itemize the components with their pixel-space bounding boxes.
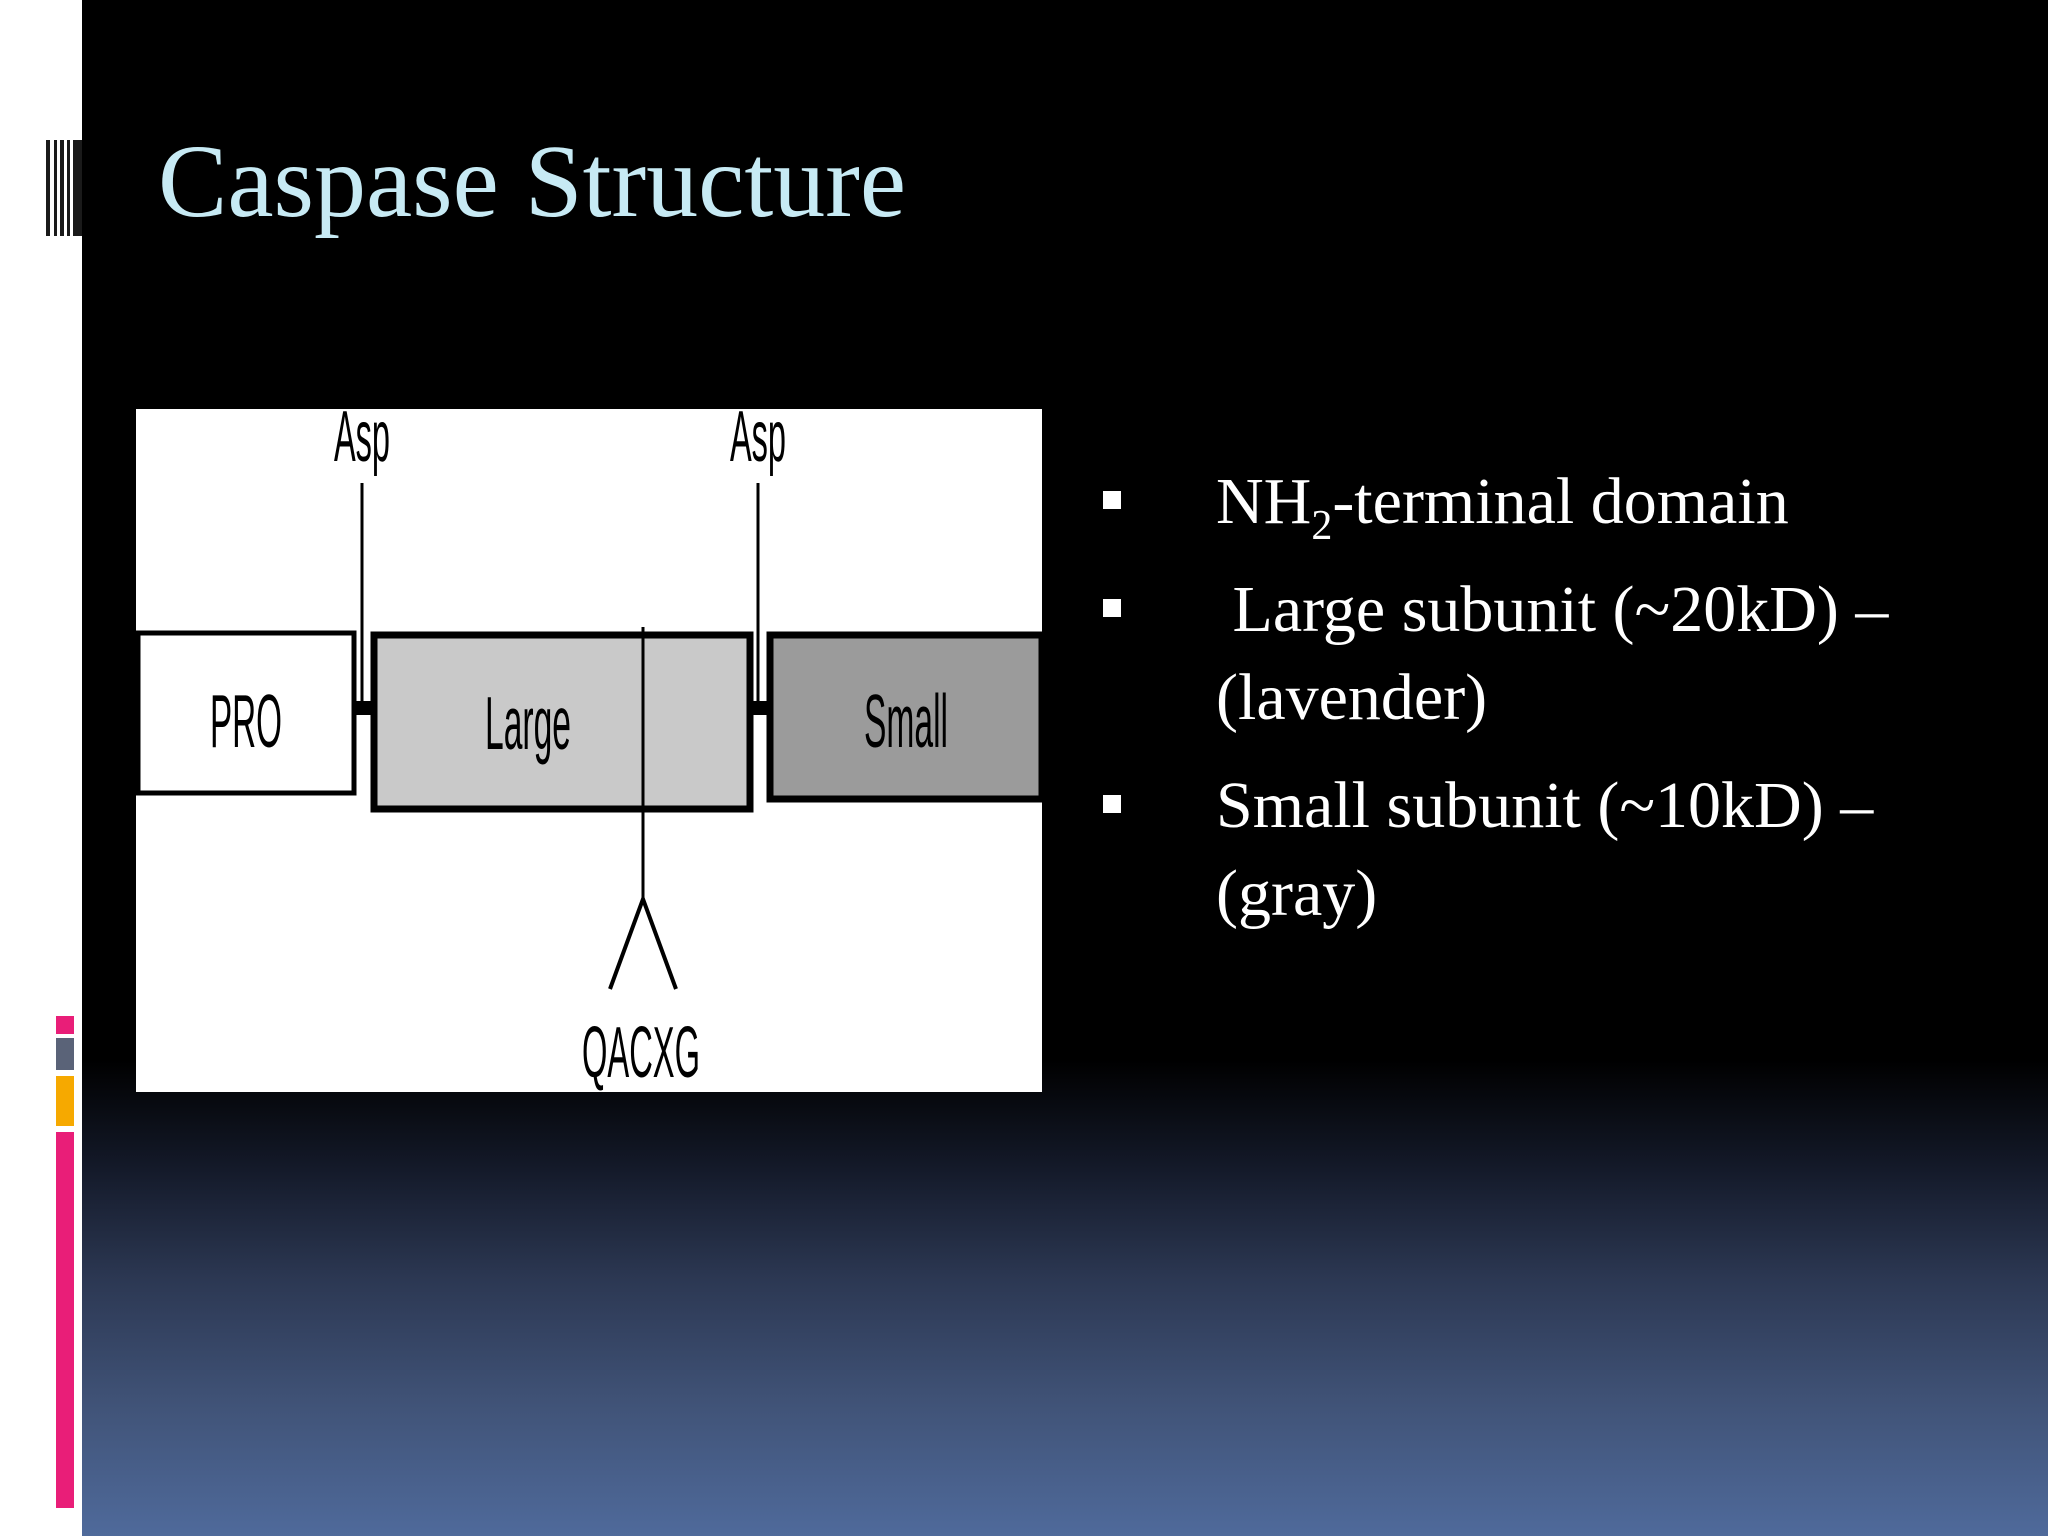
accent-bar-pink-top [56,1016,74,1034]
linker-2 [752,701,768,715]
active-site-fork [608,893,678,990]
bullet-text-suffix: -terminal domain [1332,465,1789,538]
bullet-item-small-subunit: Small subunit (~10kD) – (gray) [1098,762,1998,938]
large-label: Large [485,683,571,766]
barcode-decoration [46,140,82,236]
square-bullet-icon [1103,599,1121,617]
accent-bar-orange [56,1076,74,1126]
small-label: Small [864,681,948,764]
bullet-list: NH2-terminal domain Large subunit (~20kD… [1098,458,1998,958]
bullet-item-large-subunit: Large subunit (~20kD) – (lavender) [1098,566,1998,742]
square-bullet-icon [1103,491,1121,509]
bullet-text: Small subunit (~10kD) – (gray) [1216,769,1874,930]
slide-title: Caspase Structure [158,124,907,239]
accent-bar-pink [56,1132,74,1508]
accent-bar-slate [56,1038,74,1070]
pro-label: PRO [210,681,282,764]
linker-1 [354,701,372,715]
pro-domain [136,630,357,796]
caspase-diagram: Asp Asp PRO Large Small QACXG [136,409,1042,1092]
square-bullet-icon [1103,795,1121,813]
left-decor-strip [0,0,82,1536]
asp-label-2: Asp [730,409,786,476]
asp-label-1: Asp [334,409,390,476]
bullet-text-subscript: 2 [1311,503,1333,549]
active-site-label: QACXG [582,1012,700,1092]
caspase-diagram-svg: Asp Asp PRO Large Small QACXG [136,409,1042,1092]
small-subunit [766,631,1042,803]
bullet-item-nh2-domain: NH2-terminal domain [1098,458,1998,549]
bullet-text-prefix: NH [1216,465,1312,538]
bullet-text: Large subunit (~20kD) – (lavender) [1216,573,1905,734]
large-subunit [370,631,754,813]
